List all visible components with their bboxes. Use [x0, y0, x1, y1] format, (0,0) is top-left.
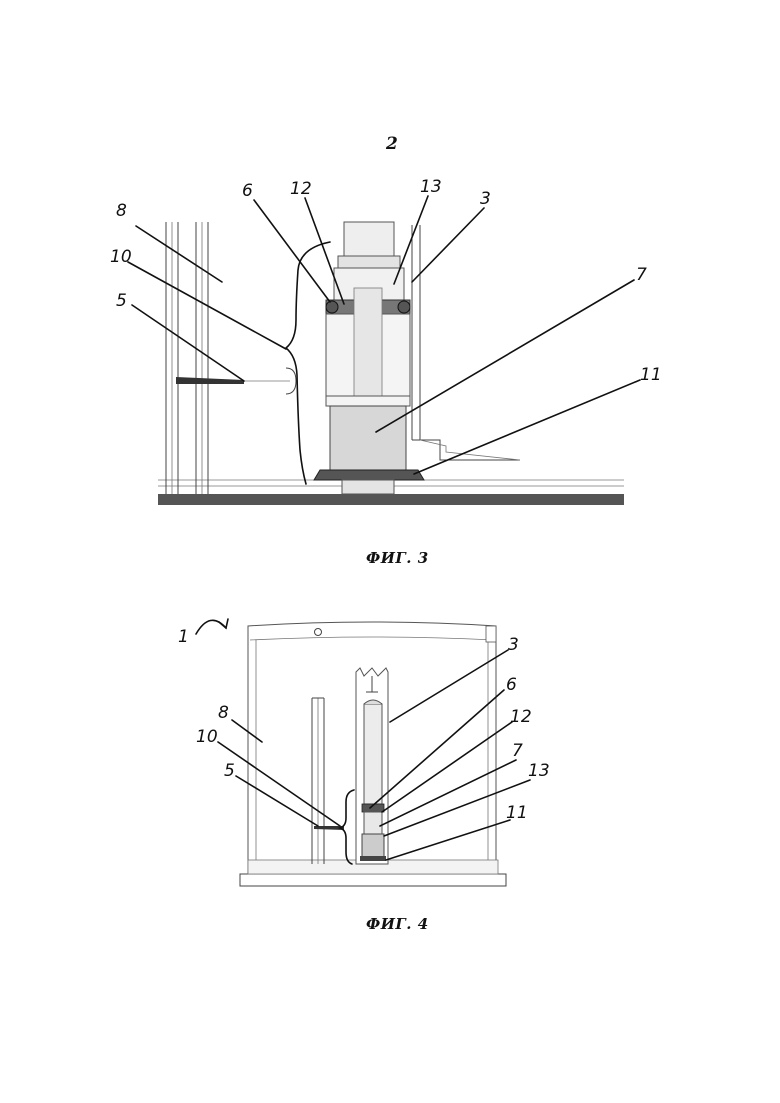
fig4-label-10: 10 — [196, 727, 218, 747]
fig4-shaft-assembly — [360, 700, 386, 861]
fig4-label-3: 3 — [508, 635, 519, 655]
fig4-label-1: 1 — [178, 627, 189, 647]
fig4-rotation-arrow-icon — [196, 620, 226, 634]
fig4-label-6: 6 — [506, 675, 517, 695]
fig4-label-8: 8 — [218, 703, 229, 723]
fig4-label-5: 5 — [224, 761, 235, 781]
fig4-label-12: 12 — [510, 707, 532, 727]
figure-4-caption: ФИГ. 4 — [366, 915, 429, 933]
fig4-label-13: 13 — [528, 761, 550, 781]
fig4-label-11: 11 — [506, 803, 528, 823]
fig4-label-7: 7 — [512, 741, 523, 761]
